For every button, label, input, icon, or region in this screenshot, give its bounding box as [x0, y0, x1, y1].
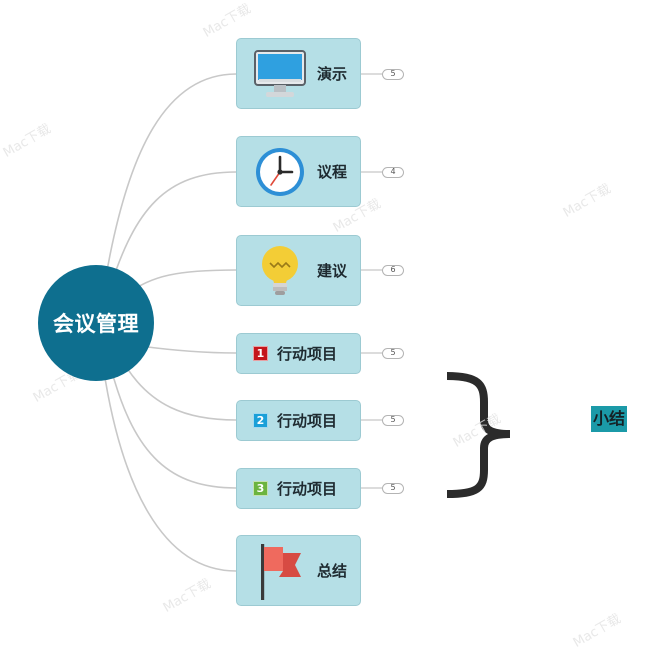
priority-2-icon: 2 — [253, 413, 268, 428]
topic-conclusion[interactable]: 总结 — [236, 535, 361, 606]
topic-agenda[interactable]: 议程 — [236, 136, 361, 207]
topic-count-badge[interactable]: 4 — [382, 166, 404, 178]
topic-count-badge[interactable]: 5 — [382, 347, 404, 359]
priority-1-icon: 1 — [253, 346, 268, 361]
topic-label: 演示 — [317, 65, 348, 83]
summary-topic[interactable]: 小结 — [591, 406, 628, 432]
connector-topic-4 — [139, 345, 237, 354]
topic-label: 行动项目 — [277, 345, 338, 363]
topic-label: 建议 — [317, 262, 348, 280]
topic-label: 行动项目 — [277, 412, 338, 430]
topic-label: 行动项目 — [277, 480, 338, 498]
connector-topic-6 — [111, 371, 237, 489]
central-topic[interactable]: 会议管理 — [38, 265, 154, 381]
central-topic-label: 会议管理 — [53, 312, 139, 336]
topic-count-badge[interactable]: 5 — [382, 482, 404, 494]
connector-topic-1 — [104, 73, 237, 283]
summary-label: 小结 — [593, 409, 626, 428]
clock-icon — [251, 145, 309, 199]
monitor-icon — [251, 47, 309, 101]
topic-count-badge[interactable]: 5 — [382, 414, 404, 426]
lightbulb-icon — [251, 244, 309, 298]
topic-action-item-3[interactable]: 3 行动项目 — [236, 468, 361, 509]
topic-label: 总结 — [317, 562, 348, 580]
connector-topic-5 — [124, 364, 237, 421]
topic-action-item-2[interactable]: 2 行动项目 — [236, 400, 361, 441]
priority-3-icon: 3 — [253, 481, 268, 496]
topic-label: 议程 — [317, 163, 348, 181]
topic-presentation[interactable]: 演示 — [236, 38, 361, 109]
summary-brace — [446, 372, 511, 498]
topic-suggestions[interactable]: 建议 — [236, 235, 361, 306]
topic-count-badge[interactable]: 5 — [382, 68, 404, 80]
connector-topic-7 — [104, 377, 237, 572]
flag-icon — [251, 543, 309, 600]
topic-count-badge[interactable]: 6 — [382, 264, 404, 276]
connector-topic-2 — [109, 171, 237, 289]
topic-action-item-1[interactable]: 1 行动项目 — [236, 333, 361, 374]
